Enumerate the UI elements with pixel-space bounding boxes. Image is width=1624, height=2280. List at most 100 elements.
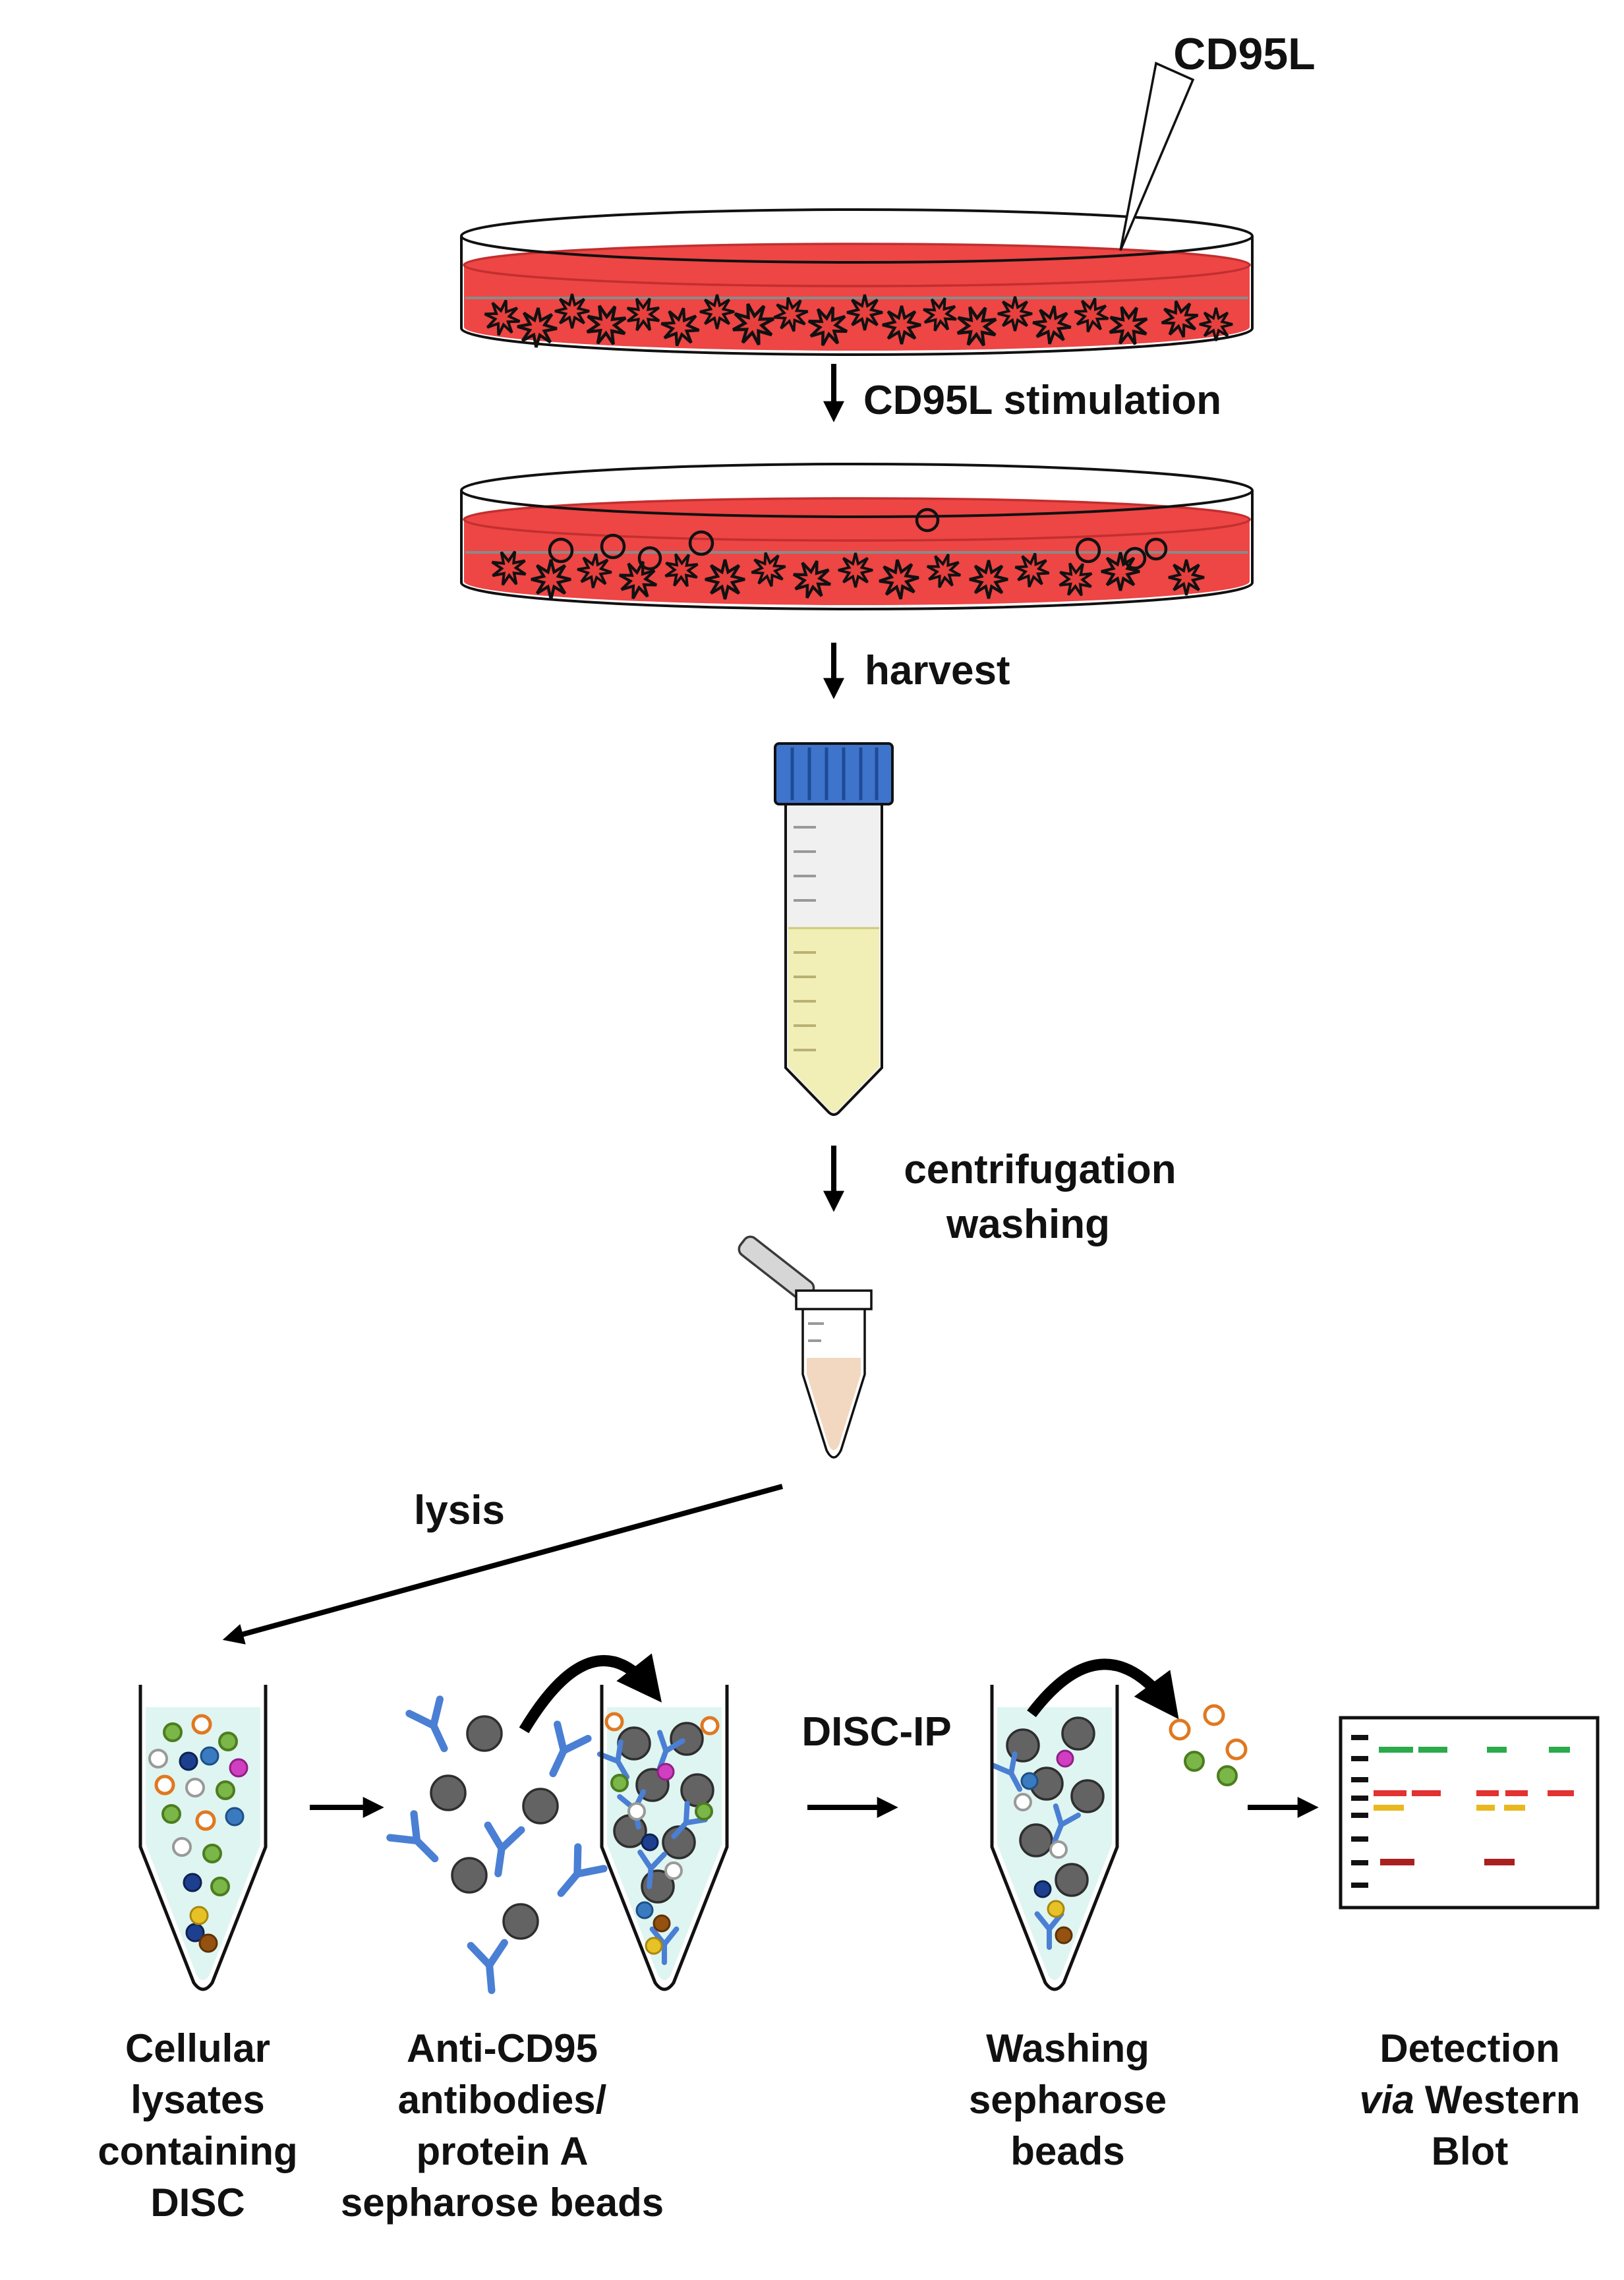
molecule-dot [225,1807,245,1827]
molecule-dot [216,1780,235,1800]
molecule-dot [172,1837,192,1857]
antibody-icon [481,1825,521,1876]
sepharose-bead [502,1903,539,1940]
sepharose-bead [522,1788,559,1825]
caption-washing-2: sepharose [969,2078,1167,2122]
blot-band [1380,1859,1414,1865]
sepharose-bead [1055,1863,1089,1897]
molecule-dot [191,1714,212,1735]
blot-band [1476,1790,1499,1796]
medium-surface [463,497,1251,542]
molecule-dot [195,1810,216,1831]
dish-rim [460,463,1254,518]
caption-antibodies-3: protein A [416,2129,588,2173]
apoptotic-cell-icon [1075,537,1101,564]
wash-curved-arrow [1027,1658,1179,1720]
molecule-dot [1217,1765,1238,1786]
antibody-icon [390,1814,447,1871]
blot-bands-yellow [1374,1805,1525,1811]
apoptotic-cell-icon [637,546,662,571]
blot-band [1548,1790,1574,1796]
stimulation-label: CD95L stimulation [863,378,1221,423]
molecule-dot [1184,1751,1205,1772]
ladder-mark [1351,1777,1368,1782]
cell-burst-icon [883,306,921,344]
dish-rim [460,208,1254,264]
lysis-label: lysis [414,1488,505,1533]
blot-band [1418,1747,1447,1753]
centrifugation-label-2: washing [946,1202,1110,1247]
cell-burst-icon [554,293,591,330]
molecule-dot [1014,1793,1032,1811]
apoptotic-cell-icon [688,530,714,556]
blot-band [1412,1790,1441,1796]
eppendorf-pellet [807,1358,861,1450]
ladder-mark [1351,1756,1368,1761]
caption-washing-3: beads [1010,2129,1124,2173]
molecule-dot [218,1732,238,1751]
molecule-dot [1049,1840,1068,1859]
molecule-dot [1169,1718,1191,1741]
medium-surface [463,243,1251,287]
lysate-tube [140,1685,266,1989]
molecule-dot [652,1914,671,1933]
molecule-dot [1225,1738,1248,1761]
molecule-dot [154,1774,175,1796]
ladder-mark [1351,1735,1368,1740]
molecule-dot [1055,1926,1073,1944]
molecule-dot [148,1749,168,1768]
caption-antibodies-1: Anti-CD95 [407,2026,598,2070]
falcon-liquid [788,928,879,1112]
caption-lysates-4: DISC [150,2180,245,2225]
cd95l-label: CD95L [1173,29,1315,79]
sepharose-bead [1019,1823,1053,1857]
apoptotic-cells [548,508,1168,571]
cell-burst-icon [705,560,745,599]
ip-contents [600,1712,720,1962]
mix-curved-arrow [519,1653,662,1734]
molecule-dot [198,1933,218,1953]
apoptotic-cell-icon [548,537,574,564]
molecule-dot [202,1844,222,1863]
washed-away-molecules [1169,1704,1248,1786]
molecule-dot [604,1712,624,1732]
ladder-mark [1351,1796,1368,1801]
blot-band [1476,1805,1495,1811]
blot-band [1549,1747,1570,1753]
molecule-dot [700,1716,720,1736]
lysate-molecules [148,1714,248,1953]
caption-detection-1: Detection [1379,2026,1559,2070]
falcon-cap [774,742,894,805]
caption-detection-western: Western [1425,2078,1580,2122]
molecule-dot [179,1751,198,1771]
blot-band [1379,1747,1413,1753]
cell-burst-icon [1101,552,1140,591]
blot-band [1484,1859,1515,1865]
caption-lysates-3: containing [98,2129,297,2173]
culture-dish-1 [460,208,1254,356]
dish-bottom-edge [460,582,1254,610]
blot-ladder [1351,1735,1368,1888]
caption-detection-3: Blot [1432,2129,1509,2173]
ladder-mark [1351,1813,1368,1818]
cap-ridges [790,747,879,800]
molecule-dot [1056,1749,1074,1768]
caption-washing-1: Washing [986,2026,1149,2070]
molecule-dot [656,1763,675,1781]
molecule-dot [229,1758,248,1778]
ladder-mark [1351,1860,1368,1865]
pipette-tip-icon [1119,61,1195,251]
dish-bottom-edge [460,328,1254,356]
blot-bands-green [1379,1747,1570,1753]
molecule-dot [185,1778,205,1798]
molecule-dot [1047,1900,1065,1918]
molecule-dot [695,1802,713,1821]
molecule-dot [163,1722,183,1742]
sepharose-bead [451,1857,488,1894]
washing-contents [993,1716,1105,1947]
eppendorf-tube [738,1235,873,1459]
molecule-dot [1020,1772,1039,1790]
culture-dish-2 [460,463,1254,610]
centrifugation-label-1: centrifugation [904,1147,1176,1192]
